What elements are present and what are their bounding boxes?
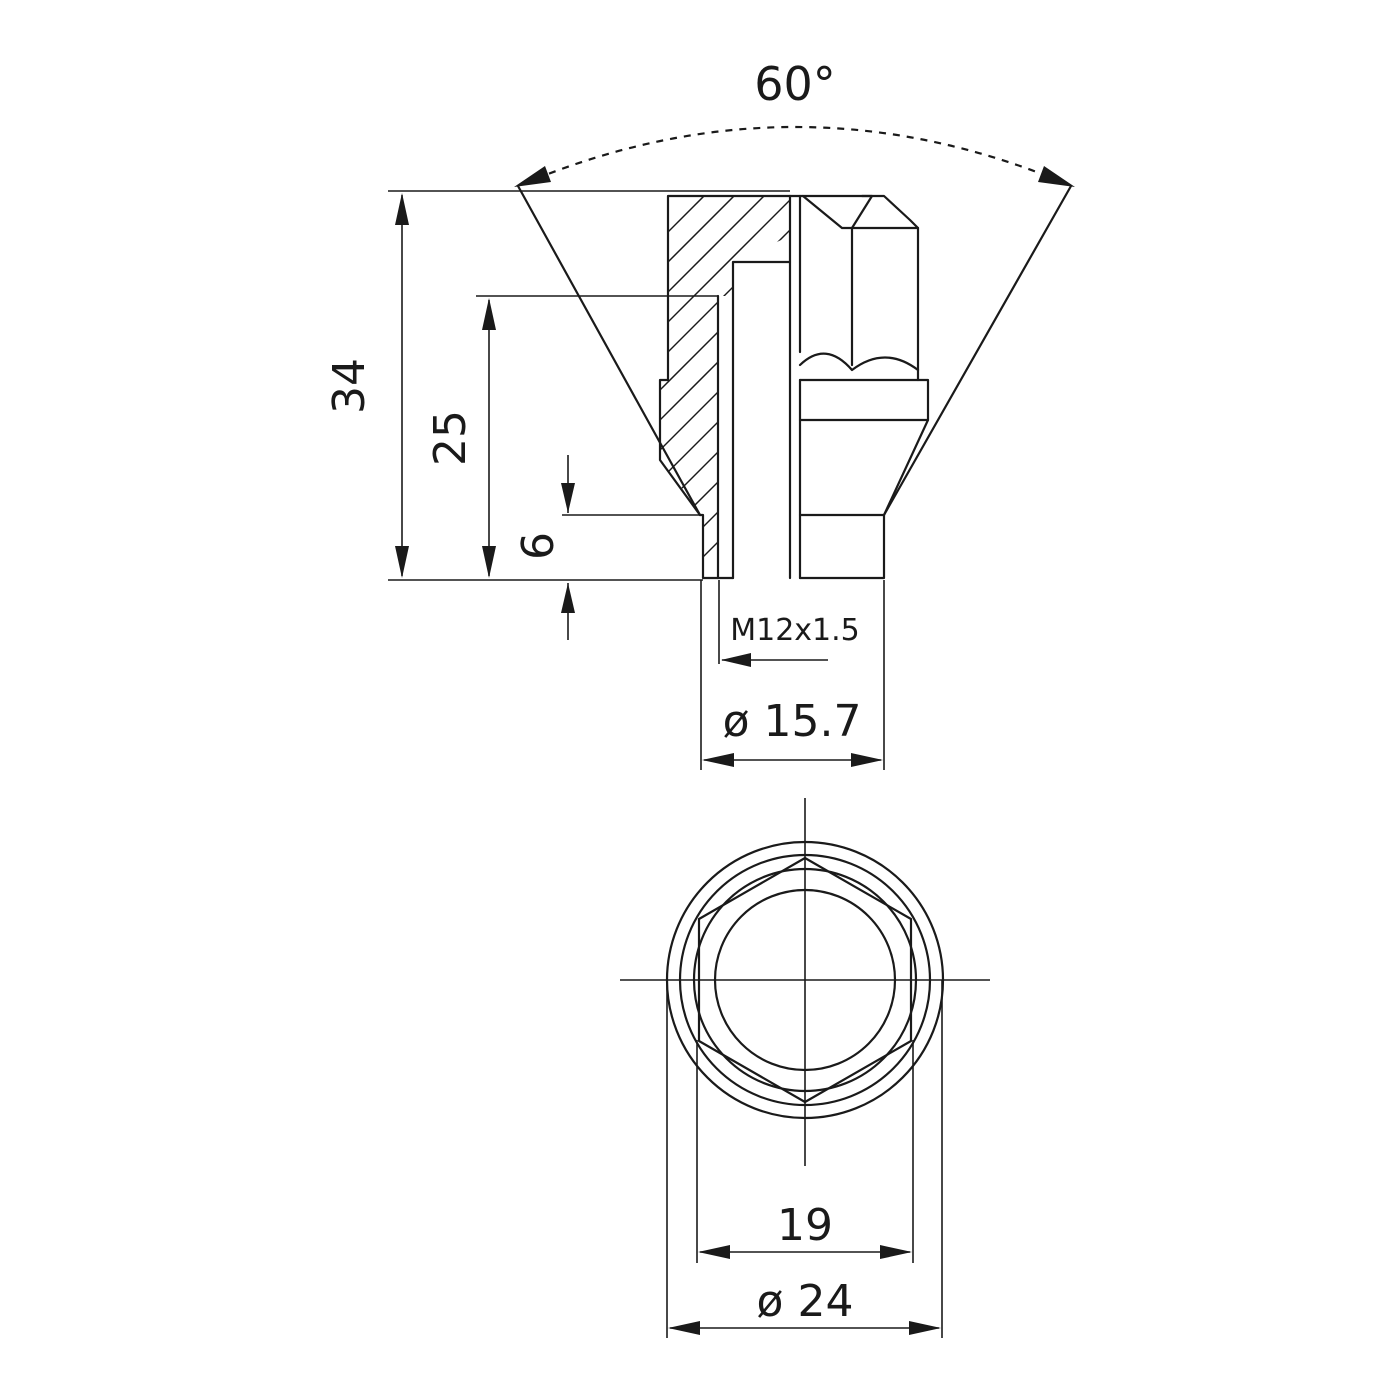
section-outline: [658, 194, 792, 580]
hex-chamfer-1: [801, 194, 854, 230]
angle-arc: [522, 125, 1068, 186]
dim-34-label: 34: [324, 358, 375, 414]
bore-wall: [731, 260, 792, 580]
dim-6-label: 6: [513, 532, 564, 560]
top-view: 19 ø 24: [620, 798, 990, 1338]
hex-chamfer-circle: [692, 867, 918, 1093]
flange-cone-outline: [798, 378, 930, 580]
thread-spec-label: M12x1.5: [730, 613, 860, 648]
bore-circle: [713, 888, 897, 1072]
hex-chamfer-2: [850, 194, 874, 230]
flange-inner-circle: [678, 853, 932, 1107]
hex-outline: [697, 856, 913, 1104]
dim-25-label: 25: [425, 410, 476, 466]
angle-arrow-right: [1038, 166, 1075, 187]
hex-bottom-curves: [798, 352, 920, 372]
dim-19-label: 19: [777, 1200, 833, 1251]
cone-angle-label: 60°: [754, 57, 836, 111]
cone-guide-left: [516, 184, 702, 517]
side-view: 34 25 6 M12x1.5 ø 15.7: [324, 125, 1075, 770]
dim-157-label: ø 15.7: [723, 696, 862, 747]
section-hatch: [660, 196, 790, 578]
dim-24-label: ø 24: [757, 1276, 854, 1327]
hex-top-outline: [788, 194, 920, 382]
angle-arrow-left: [514, 166, 551, 187]
cone-guide-right: [882, 184, 1073, 517]
